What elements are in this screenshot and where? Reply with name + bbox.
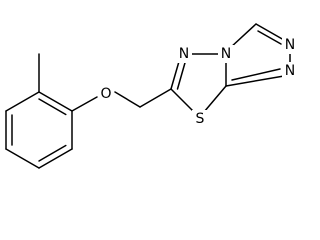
atom-label-n-triazole-bottom: N <box>282 62 298 80</box>
bond-ring-double-1 <box>38 98 67 116</box>
bond-n-bottom-c7a <box>225 75 285 87</box>
atom-label-s: S <box>192 110 208 128</box>
bond-ring-6 <box>5 91 40 112</box>
bond-ring-1 <box>38 91 73 112</box>
structure-diagram: O N N S N N <box>5 23 298 169</box>
nitrogen-bridgehead-label: N <box>221 46 231 62</box>
bond-c6-n <box>170 57 181 90</box>
atom-label-n-triazole-top: N <box>282 36 298 54</box>
bond-s-c7a <box>203 85 227 113</box>
atom-label-n-thiadiazole: N <box>176 45 192 63</box>
toluene-ring <box>5 91 73 169</box>
bond-ring-4 <box>5 148 40 169</box>
atom-label-o: O <box>98 85 114 103</box>
atom-label-n-bridge: N <box>218 45 234 63</box>
nitrogen-triazole-top-label: N <box>285 37 295 53</box>
bond-n-bottom-c7a-double <box>231 68 281 81</box>
bond-ring-3 <box>38 148 73 169</box>
bond-nbridge-ch <box>229 23 257 49</box>
bond-c6-s <box>170 88 197 115</box>
nitrogen-triazole-bottom-label: N <box>285 63 295 79</box>
oxygen-label: O <box>100 86 111 102</box>
bond-ch-n-top <box>255 23 285 41</box>
nitrogen-label: N <box>179 46 189 62</box>
sulfur-label: S <box>196 111 205 127</box>
bond-ch-n-top-double <box>257 30 282 45</box>
bond-o-to-ch2 <box>114 91 141 108</box>
bond-ring-to-o <box>71 96 98 112</box>
triazole-ring <box>225 23 291 87</box>
bond-c6-n-double <box>176 60 187 90</box>
bond-ring-double-2 <box>38 144 67 162</box>
bond-ch2-to-c6 <box>139 88 172 108</box>
